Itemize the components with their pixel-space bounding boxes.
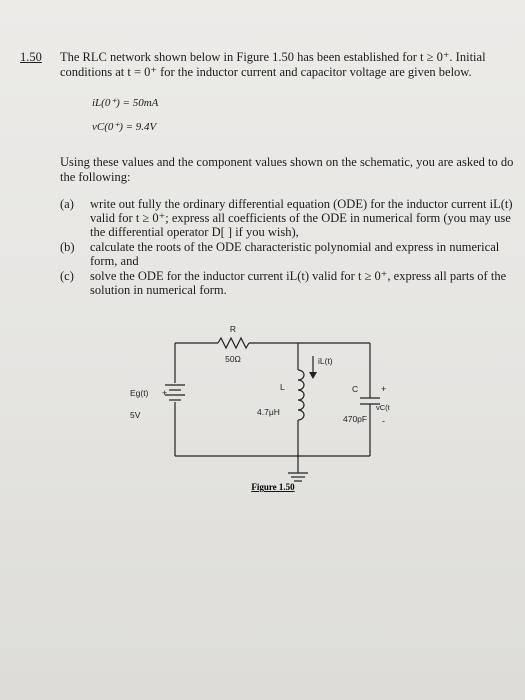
inductor-coil <box>297 369 305 421</box>
part-text: write out fully the ordinary differentia… <box>90 197 513 239</box>
vc-label: vC(t) <box>376 403 390 412</box>
resistor-symbol <box>217 336 250 350</box>
vc-plus: + <box>381 384 386 394</box>
question-part-c: (c) solve the ODE for the inductor curre… <box>60 269 515 297</box>
resistor-label: R <box>230 324 236 334</box>
question-part-a: (a) write out fully the ordinary differe… <box>60 197 515 239</box>
vc-minus: - <box>382 416 385 426</box>
intro-line-1: The RLC network shown below in Figure 1.… <box>60 50 486 64</box>
problem-number: 1.50 <box>20 50 42 64</box>
part-label: (b) <box>60 240 75 254</box>
current-arrow-head <box>309 372 317 379</box>
problem-intro: The RLC network shown below in Figure 1.… <box>60 50 510 80</box>
question-parts: (a) write out fully the ordinary differe… <box>60 197 515 298</box>
source-value: 5V <box>130 410 141 420</box>
inductor-value: 4.7μH <box>257 407 280 417</box>
part-text: calculate the roots of the ODE character… <box>90 240 500 268</box>
source-label: Eg(t) <box>130 388 149 398</box>
source-plus: + <box>162 388 167 398</box>
instructions-text: Using these values and the component val… <box>60 155 514 184</box>
part-text: solve the ODE for the inductor current i… <box>90 269 507 297</box>
intro-line-2: conditions at t = 0⁺ for the inductor cu… <box>60 65 472 79</box>
initial-condition-inductor: iL(0⁺) = 50mA <box>92 97 159 109</box>
initial-condition-capacitor: vC(0⁺) = 9.4V <box>92 121 157 133</box>
current-label: iL(t) <box>318 356 333 366</box>
figure-caption: Figure 1.50 <box>251 482 295 492</box>
part-label: (a) <box>60 197 74 211</box>
question-part-b: (b) calculate the roots of the ODE chara… <box>60 240 515 268</box>
capacitor-value: 470pF <box>343 414 367 424</box>
resistor-value: 50Ω <box>225 354 241 364</box>
part-label: (c) <box>60 269 74 283</box>
inductor-label: L <box>280 382 285 392</box>
capacitor-label: C <box>352 384 358 394</box>
rlc-circuit-schematic: R 50Ω iL(t) Eg(t) + 5V L 4.7μH C 470pF +… <box>130 324 390 492</box>
